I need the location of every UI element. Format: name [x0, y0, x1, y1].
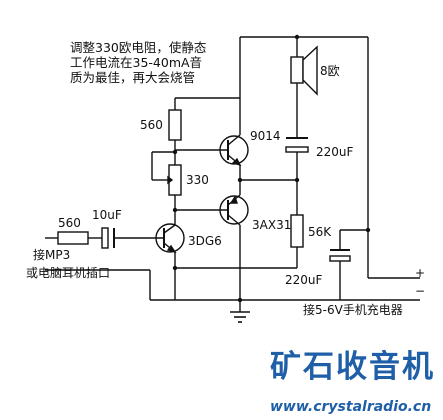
q-driver-emitter-arrow	[166, 244, 177, 254]
resistor-560-input	[57, 231, 89, 245]
note-line-2: 工作电流在35-40mA音	[70, 55, 203, 70]
cap-in-label: 10uF	[92, 208, 122, 222]
input-label-line-2: 或电脑耳机插口	[26, 266, 111, 280]
speaker-label: 8欧	[320, 64, 340, 78]
junction-dot	[365, 227, 371, 233]
transistor-3dg6-label: 3DG6	[188, 234, 222, 248]
bias-resistor-56k	[290, 214, 304, 248]
supply-plus-label: +	[415, 266, 426, 280]
q-lower-collector	[227, 214, 241, 226]
supply-label: 接5-6V手机充电器	[303, 303, 403, 317]
junction-dot	[237, 297, 243, 303]
note-line-1: 调整330欧电阻，使静态	[70, 40, 207, 55]
bias-resistor-56k-label: 56K	[308, 225, 332, 239]
transistor-3ax31-label: 3AX31	[252, 218, 292, 232]
junction-dot	[294, 34, 300, 40]
q-driver-collector	[163, 224, 176, 234]
watermark-brand: 矿石收音机	[270, 349, 435, 385]
speaker-cone	[302, 45, 318, 96]
input-label-line-1: 接MP3	[33, 248, 71, 262]
junction-dot	[237, 177, 243, 183]
resistor-560-top-label: 560	[140, 118, 163, 132]
q-lower-emitter-arrow	[229, 195, 238, 204]
note-line-3: 质为最佳，再大会烧管	[70, 70, 196, 85]
junction-dot	[294, 177, 300, 183]
junction-dot	[172, 265, 178, 271]
watermark-url: www.crystalradio.cn	[270, 399, 432, 415]
junction-dot	[172, 207, 178, 213]
resistor-560-top	[168, 109, 182, 141]
transistor-9014-label: 9014	[250, 129, 281, 143]
supply-cap-plate-bottom	[329, 255, 351, 262]
supply-minus-label: −	[415, 284, 426, 298]
speaker-coil	[290, 56, 304, 84]
junction-dot	[172, 149, 178, 155]
resistor-560-input-label: 560	[58, 216, 81, 230]
cap-in-plate-left	[101, 227, 109, 249]
cap-out-label: 220uF	[316, 145, 354, 159]
potentiometer-330-label: 330	[186, 173, 209, 187]
cap-out-plate-bottom	[285, 146, 309, 153]
q-upper-emitter-arrow	[231, 157, 242, 167]
pot-arrowhead	[167, 175, 174, 185]
supply-cap-label: 220uF	[285, 273, 323, 287]
q-upper-collector	[227, 134, 241, 146]
